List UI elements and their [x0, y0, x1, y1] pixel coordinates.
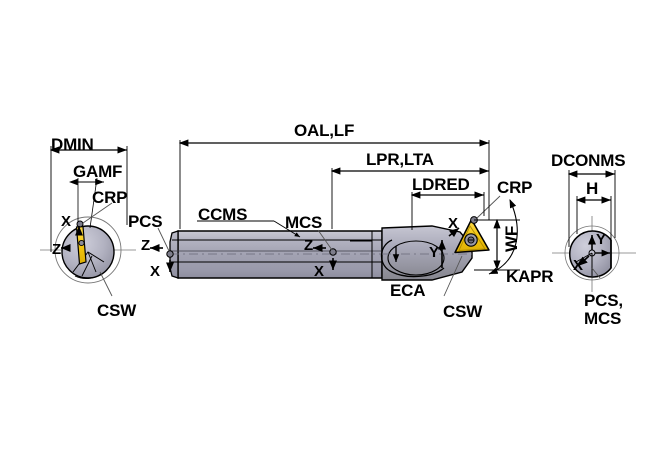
label-ldred: LDRED	[412, 175, 470, 194]
axis-head-y: Y	[429, 244, 439, 261]
label-csw-left: CSW	[97, 301, 137, 320]
label-ccms: CCMS	[198, 205, 248, 224]
label-kapr: KAPR	[506, 267, 554, 286]
label-crp-left: CRP	[92, 188, 128, 207]
label-dmin: DMIN	[51, 135, 94, 154]
label-gamf: GAMF	[73, 162, 123, 181]
axis-right-circle-y: Y	[596, 231, 606, 248]
label-h: H	[586, 179, 599, 198]
axis-bar-left-x: X	[150, 263, 160, 280]
label-oal-lf: OAL,LF	[294, 121, 355, 140]
axis-bar-left-z: Z	[141, 237, 150, 254]
axis-left-circle-z: Z	[52, 241, 61, 258]
label-pcs-mcs-line2: MCS	[584, 309, 622, 328]
axis-bar-mid-x: X	[314, 263, 324, 280]
label-dconms: DCONMS	[551, 151, 626, 170]
label-csw-right: CSW	[443, 302, 483, 321]
label-crp-right: CRP	[497, 178, 533, 197]
label-wf: WF	[502, 225, 521, 252]
label-eca: ECA	[390, 281, 426, 300]
axis-left-circle-x: X	[61, 213, 71, 230]
label-pcs-left: PCS	[128, 212, 163, 231]
axis-bar-mid-z: Z	[304, 237, 313, 254]
label-mcs: MCS	[285, 213, 323, 232]
label-lpr-lta: LPR,LTA	[366, 150, 434, 169]
label-pcs-mcs-line1: PCS,	[584, 291, 623, 310]
axis-right-circle-x: X	[573, 257, 583, 274]
axis-head-x: X	[448, 215, 458, 232]
